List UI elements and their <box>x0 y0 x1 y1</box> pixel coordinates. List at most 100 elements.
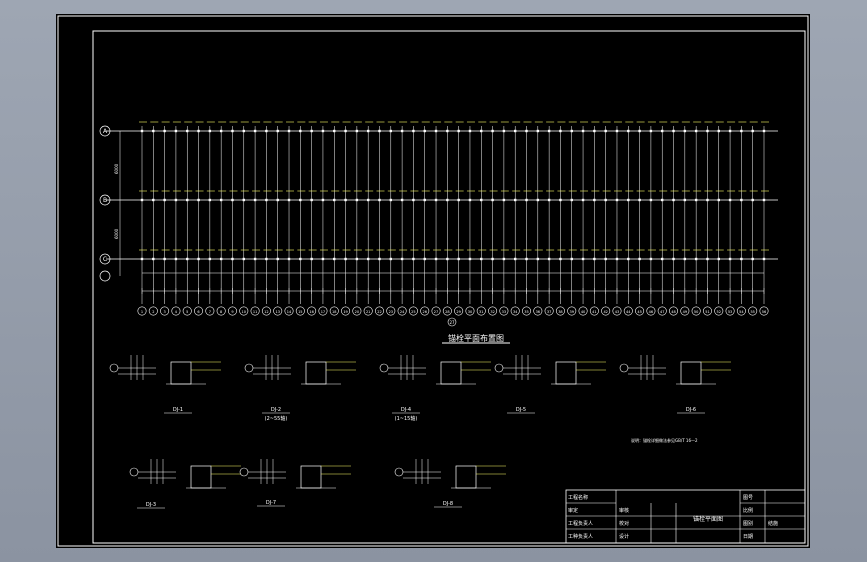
axis-bubble-col <box>567 306 577 316</box>
anchor-mark <box>344 129 347 133</box>
anchor-mark <box>186 198 189 202</box>
anchor-mark <box>355 257 359 261</box>
left-dim-label: 6000 <box>114 163 119 174</box>
axis-col-label: 56 <box>762 310 766 314</box>
axis-col-label: 14 <box>287 310 292 314</box>
axis-row-label: A <box>103 128 108 135</box>
anchor-mark <box>751 129 754 133</box>
anchor-mark <box>253 198 257 202</box>
detail-4: DJ-5 <box>494 355 606 414</box>
center-axis-label: 27 <box>449 320 455 325</box>
anchor-mark <box>661 129 664 133</box>
axis-col-label: 27 <box>434 310 438 314</box>
anchor-mark <box>219 257 223 261</box>
anchor-mark <box>174 129 178 133</box>
anchor-mark <box>253 129 257 133</box>
axis-bubble-col <box>759 306 769 316</box>
anchor-mark <box>197 198 200 202</box>
anchor-mark <box>208 198 212 202</box>
axis-bubble-col <box>691 306 701 316</box>
anchor-mark <box>740 257 743 261</box>
anchor-mark <box>400 257 404 261</box>
anchor-mark <box>468 198 472 202</box>
anchor-mark <box>310 198 313 202</box>
plan-title: 锚栓平面布置图 <box>448 333 504 343</box>
axis-bubble-col <box>465 306 475 316</box>
anchor-mark <box>536 257 540 261</box>
tb-no-label: 图号 <box>743 495 753 501</box>
anchor-mark <box>219 129 223 133</box>
detail-6: DJ-3 <box>129 459 241 509</box>
axis-bubble-col <box>702 306 712 316</box>
axis-col-label: 42 <box>603 310 607 314</box>
anchor-mark <box>491 129 494 133</box>
anchor-mark <box>649 257 653 261</box>
anchor-mark <box>265 257 268 261</box>
axis-bubble-col <box>589 306 599 316</box>
anchor-mark <box>378 198 381 202</box>
anchor-mark <box>434 198 438 202</box>
anchor-mark <box>559 257 562 261</box>
axis-bubble-col <box>261 306 271 316</box>
axis-bubble-col <box>488 306 498 316</box>
anchor-mark <box>299 257 302 261</box>
anchor-mark <box>333 257 336 261</box>
axis-col-label: 41 <box>592 310 596 314</box>
anchor-mark <box>152 129 155 133</box>
anchor-mark <box>683 198 687 202</box>
detail-5: DJ-6 <box>619 355 731 414</box>
axis-col-label: 34 <box>513 310 518 314</box>
anchor-mark <box>762 198 766 202</box>
axis-bubble-col <box>307 306 317 316</box>
anchor-mark <box>163 129 166 133</box>
detail-sub: (1~15轴) <box>395 415 418 422</box>
axis-bubble-col <box>669 306 679 316</box>
anchor-mark <box>400 129 404 133</box>
axis-col-label: 8 <box>220 310 222 314</box>
tb-check-label: 校对 <box>619 520 629 527</box>
anchor-mark <box>672 198 675 202</box>
anchor-mark <box>265 198 268 202</box>
anchor-mark <box>242 257 245 261</box>
anchor-mark <box>208 129 212 133</box>
axis-col-label: 19 <box>343 310 347 314</box>
axis-row-label: C <box>103 256 107 263</box>
tb-pm-label: 工程负责人 <box>568 520 593 527</box>
axis-col-label: 37 <box>547 310 551 314</box>
axis-col-label: 31 <box>479 310 483 314</box>
anchor-mark <box>762 257 766 261</box>
axis-bubble-col <box>329 306 339 316</box>
axis-bubble-col <box>148 306 158 316</box>
axis-col-label: 33 <box>502 310 506 314</box>
tb-discipline-label: 工种负责人 <box>568 533 593 540</box>
center-axis-bubble <box>447 317 457 327</box>
anchor-mark <box>536 198 540 202</box>
axis-col-label: 13 <box>275 310 279 314</box>
axis-col-label: 54 <box>739 310 744 314</box>
anchor-mark <box>242 198 245 202</box>
anchor-mark <box>423 198 426 202</box>
tb-type-value: 结施 <box>768 520 778 527</box>
axis-bubble-col <box>273 306 283 316</box>
anchor-mark <box>694 129 698 133</box>
axis-bubble-col <box>352 306 362 316</box>
anchor-mark <box>525 129 528 133</box>
axis-col-label: 5 <box>186 310 188 314</box>
axis-col-label: 26 <box>422 310 426 314</box>
anchor-mark <box>389 257 392 261</box>
axis-bubble-col <box>318 306 328 316</box>
anchor-mark <box>265 129 268 133</box>
anchor-mark <box>581 198 585 202</box>
axis-col-label: 25 <box>411 310 415 314</box>
axis-bubble-col <box>216 306 226 316</box>
axis-bubble-col <box>544 306 554 316</box>
anchor-mark <box>434 257 438 261</box>
detail-label: DJ-5 <box>516 407 526 413</box>
anchor-mark <box>434 129 438 133</box>
anchor-mark <box>502 198 506 202</box>
anchor-mark <box>604 129 607 133</box>
anchor-mark <box>457 129 460 133</box>
